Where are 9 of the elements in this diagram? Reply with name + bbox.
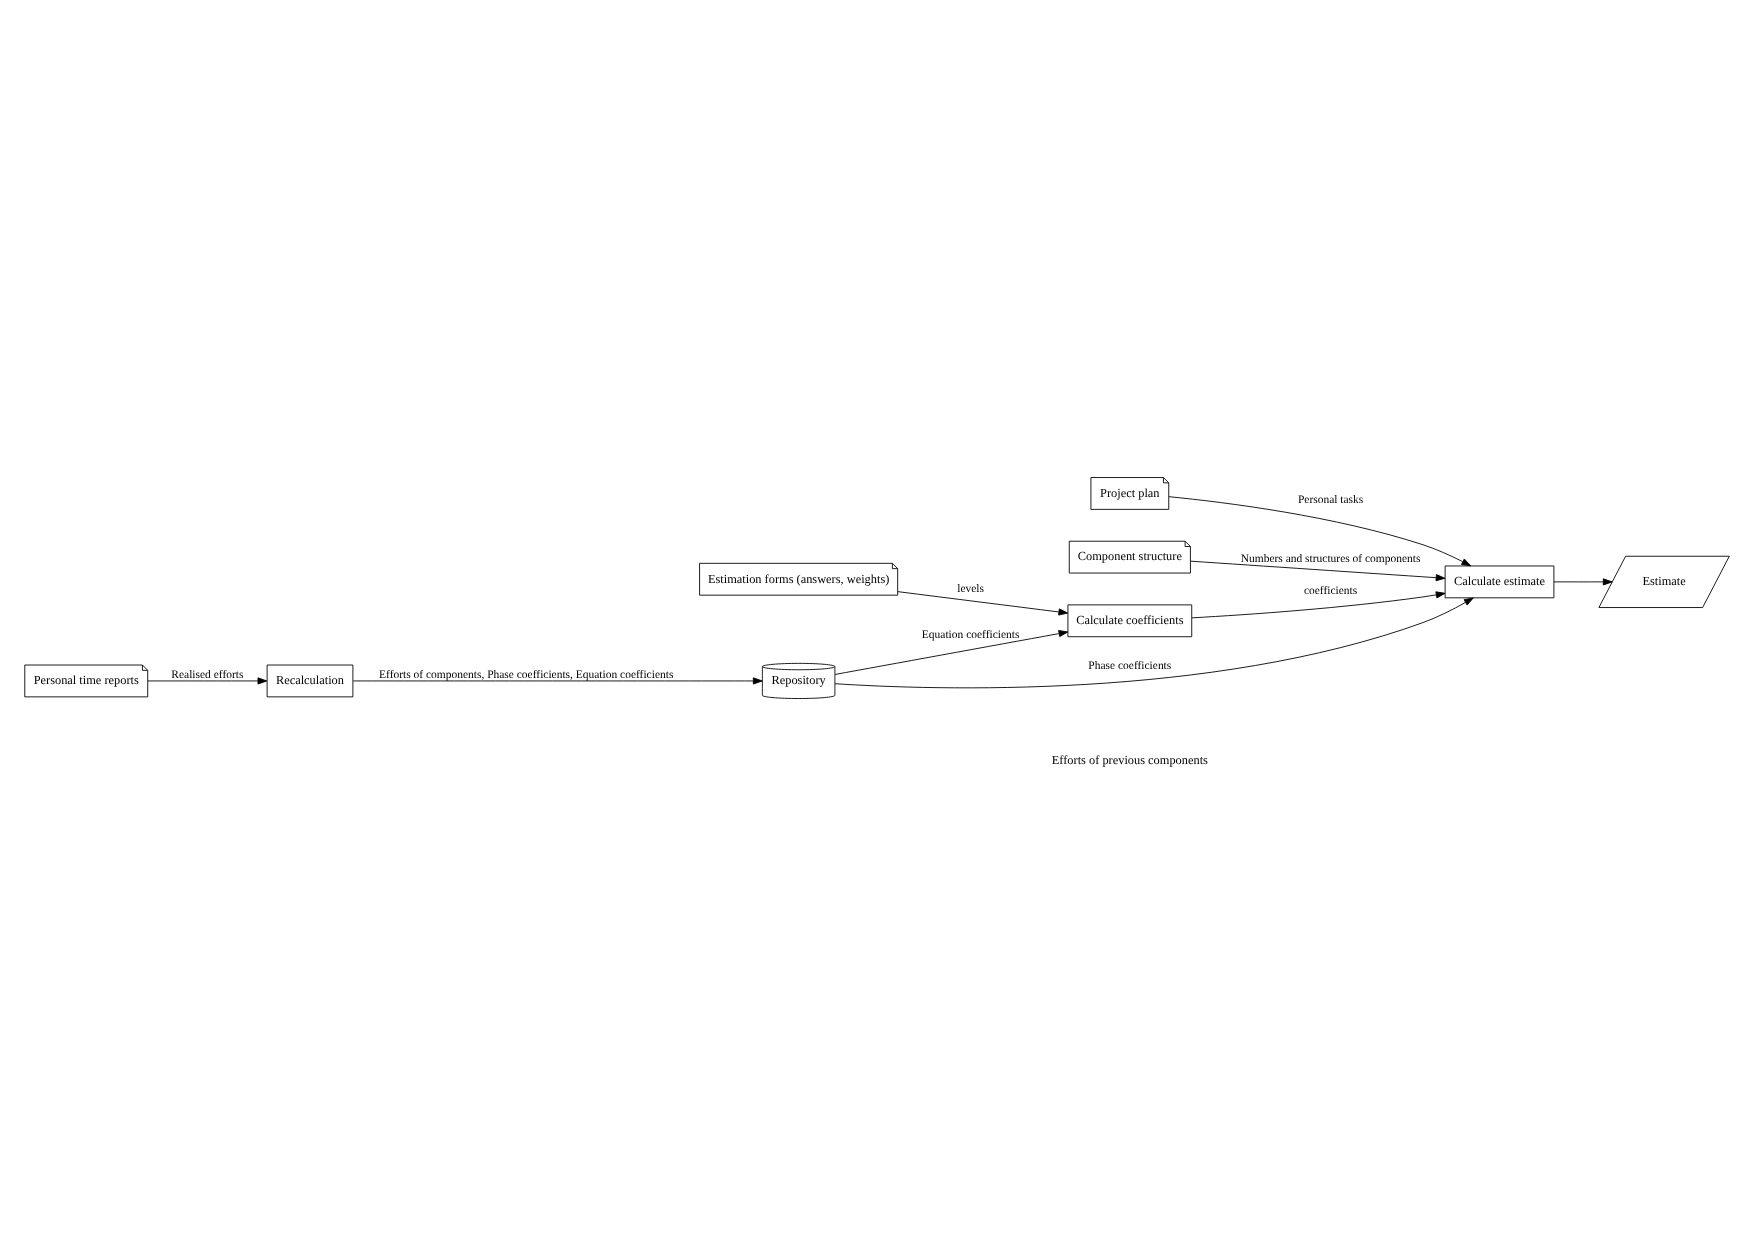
arrow xyxy=(897,591,1069,616)
arrow xyxy=(1191,591,1446,619)
arrow xyxy=(834,597,1474,689)
arrow xyxy=(1553,578,1613,586)
arrow xyxy=(1190,560,1446,582)
arrow xyxy=(352,677,763,685)
arrow xyxy=(1168,496,1472,567)
arrow xyxy=(834,630,1069,675)
arrow xyxy=(147,677,268,685)
